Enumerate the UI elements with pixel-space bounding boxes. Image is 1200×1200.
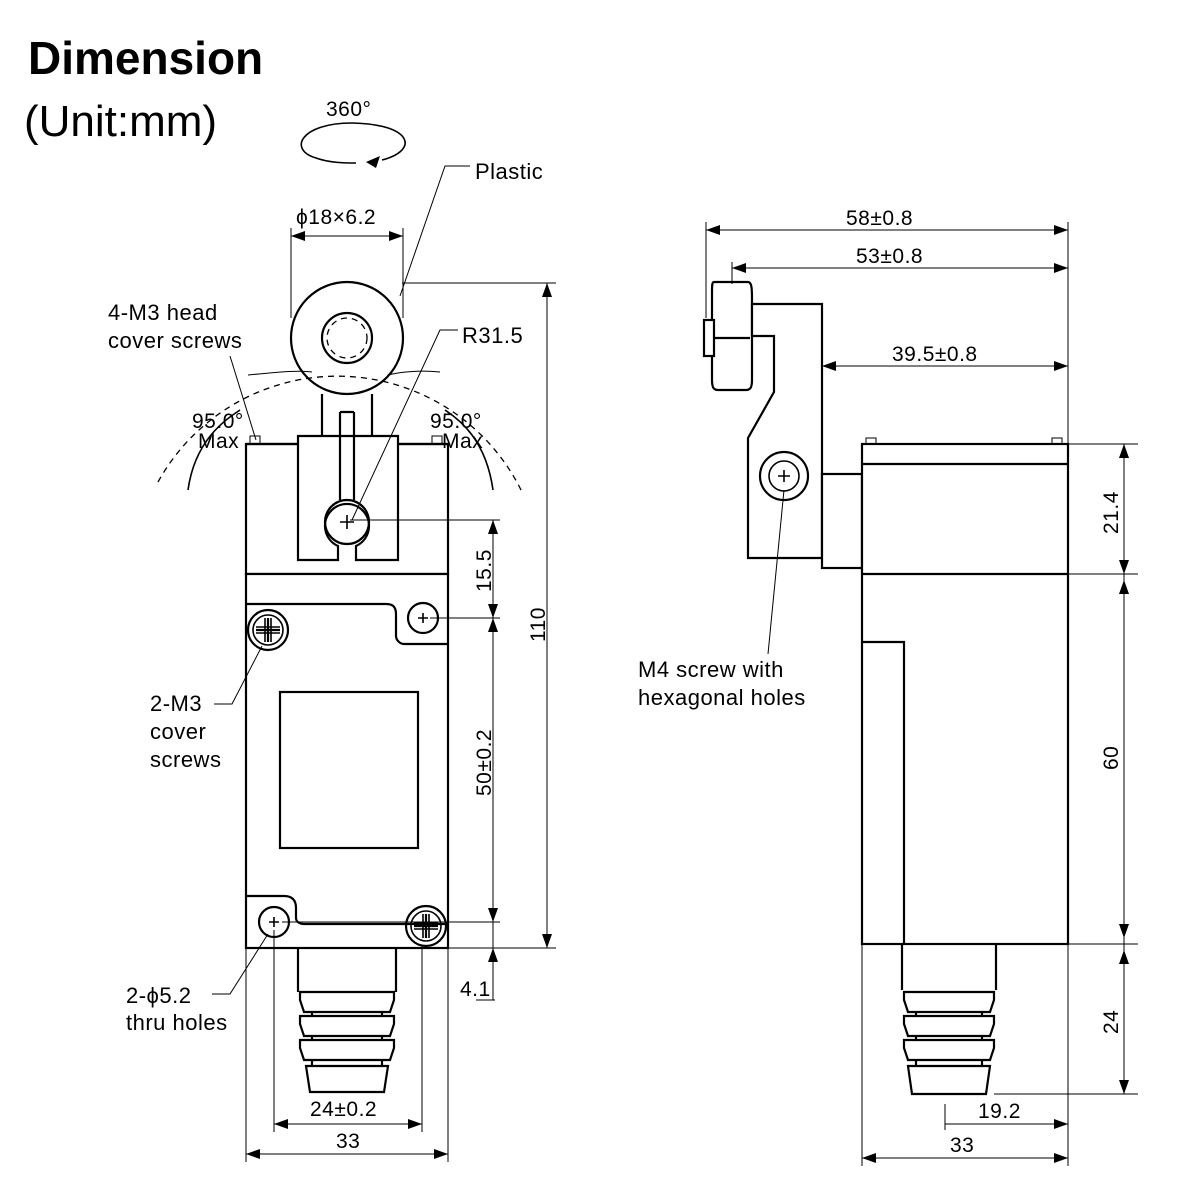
dim-21-4: 21.4 xyxy=(1100,491,1123,534)
radius-label: R31.5 xyxy=(462,323,523,348)
dim-58: 58±0.8 xyxy=(846,207,913,230)
angle-right-max: Max xyxy=(442,430,483,453)
angle-left-value: 95.0° xyxy=(192,410,244,433)
lever-arm-side xyxy=(746,302,824,560)
cover-screw-icon xyxy=(246,608,290,652)
cover-screws-label-2: cover xyxy=(150,719,206,744)
rotation-label: 360° xyxy=(326,98,371,121)
rotation-indicator: 360° xyxy=(300,98,406,168)
angle-left-max: Max xyxy=(198,430,239,453)
dim-24-side: 24 xyxy=(1100,1010,1123,1034)
unit-label: (Unit:mm) xyxy=(24,97,217,146)
swing-arc xyxy=(157,375,523,493)
cable-gland xyxy=(296,948,398,1094)
switch-body-side xyxy=(860,442,1070,946)
dim-110: 110 xyxy=(527,607,550,642)
front-view: 360° xyxy=(108,98,556,1162)
dim-53: 53±0.8 xyxy=(856,245,923,268)
lever-shaft xyxy=(323,498,371,546)
head-screws-label-2: cover screws xyxy=(108,328,242,353)
label-window xyxy=(278,690,420,850)
thru-holes-label-1: 2-ϕ5.2 xyxy=(126,983,191,1008)
cover-screw-icon xyxy=(404,904,448,948)
dim-39-5: 39.5±0.8 xyxy=(892,343,978,366)
roller xyxy=(289,280,405,396)
cover-screws-label-3: screws xyxy=(150,747,221,772)
lever-block xyxy=(296,434,400,562)
dim-4-1: 4.1 xyxy=(460,978,491,1001)
rotation-arrow-icon xyxy=(366,156,380,168)
cable-gland-side xyxy=(900,944,998,1096)
dim-60: 60 xyxy=(1100,746,1123,770)
page-title: Dimension xyxy=(28,32,263,84)
dim-33-side: 33 xyxy=(950,1134,974,1157)
m4-screw-label-2: hexagonal holes xyxy=(638,685,806,710)
plastic-label: Plastic xyxy=(475,159,543,184)
head-screws-label-1: 4-M3 head xyxy=(108,300,218,325)
thru-holes-label-2: thru holes xyxy=(126,1010,228,1035)
side-view: M4 screw with hexagonal holes 58±0.8 53±… xyxy=(638,207,1138,1166)
roller-size-label: ϕ18×6.2 xyxy=(296,206,376,229)
dim-19-2: 19.2 xyxy=(978,1100,1021,1123)
dim-24-front: 24±0.2 xyxy=(310,1098,377,1121)
dim-33-front: 33 xyxy=(336,1130,360,1153)
angle-right-value: 95.0° xyxy=(430,410,482,433)
m4-screw-label-1: M4 screw with xyxy=(638,657,784,682)
dim-50: 50±0.2 xyxy=(473,729,496,796)
m4-screw xyxy=(758,450,810,502)
roller-side xyxy=(710,280,754,392)
dim-15-5: 15.5 xyxy=(473,549,496,592)
cover-screws-label-1: 2-M3 xyxy=(150,691,202,716)
roller-hole xyxy=(320,311,374,365)
